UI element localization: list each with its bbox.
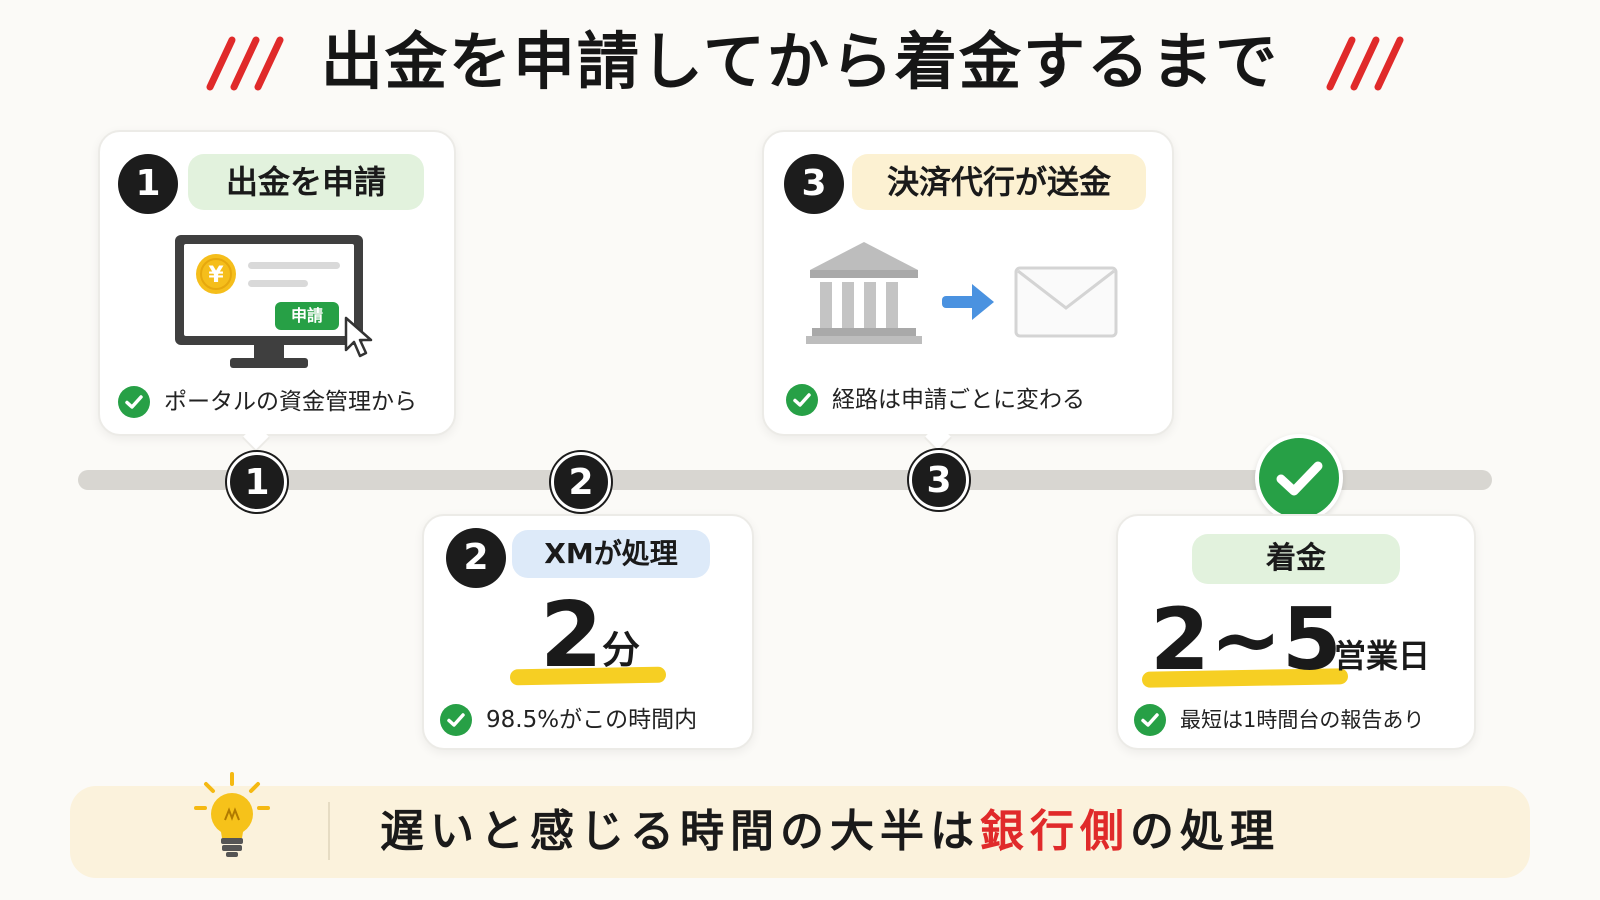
apply-button-illustration: 申請 [275,302,339,330]
step-3-number: 3 [784,154,844,214]
step-1-number: 1 [118,154,178,214]
bank-icon [806,242,922,344]
timeline-node-1: 1 [227,452,287,512]
timeline-node-2: 2 [551,452,611,512]
timeline-node-3: 3 [909,450,969,510]
banner-text: 遅いと感じる時間の大半は銀行側の処理 [380,786,1280,878]
step-2-value: 2 [540,583,603,688]
step-2-number: 2 [446,528,506,588]
step-3-check-icon [786,384,818,416]
timeline-bar [78,470,1492,490]
step-2-note: 98.5%がこの時間内 [486,707,698,733]
arrow-right-icon [942,284,994,320]
banner-divider [328,802,330,860]
step-1-note: ポータルの資金管理から [164,389,417,415]
arrival-label: 着金 [1192,534,1400,584]
arrival-unit: 営業日 [1334,637,1431,675]
envelope-icon [1014,266,1118,338]
page-title: 出金を申請してから着金するまで [320,25,1280,98]
title-right-slashes [1326,36,1404,91]
step-2-unit: 分 [602,628,641,672]
timeline-arrival-check-icon [1255,434,1343,522]
step-1-label: 出金を申請 [188,154,424,210]
arrival-check-icon [1134,704,1166,736]
arrival-value: 2~5 [1150,590,1342,690]
banner-suffix: の処理 [1130,806,1280,857]
svg-text:¥: ¥ [208,263,224,288]
banner-prefix: 遅いと感じる時間の大半は [380,806,980,857]
arrival-value-sep: ~ [1209,590,1282,690]
step-3-note: 経路は申請ごとに変わる [832,387,1085,413]
lightbulb-icon [192,770,272,860]
step-2-check-icon [440,704,472,736]
step-3-label: 決済代行が送金 [852,154,1146,210]
step-2-label: XMが処理 [512,530,710,578]
summary-banner [70,786,1530,878]
arrival-value-from: 2 [1150,590,1210,690]
step-1-check-icon [118,386,150,418]
bank-to-envelope-icon [800,238,1130,350]
banner-emphasis: 銀行側 [980,806,1130,857]
arrival-value-to: 5 [1281,590,1342,690]
arrival-note: 最短は1時間台の報告あり [1180,708,1425,732]
title-left-slashes [206,36,284,91]
